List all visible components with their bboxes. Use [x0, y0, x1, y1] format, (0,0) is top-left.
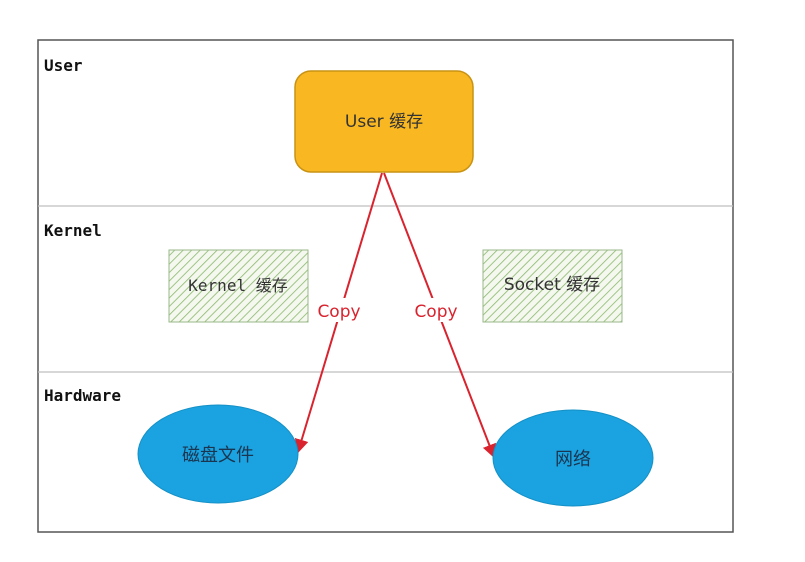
network-label: 网络 — [555, 449, 591, 470]
disk-file-ellipse — [137, 404, 299, 504]
left-copy-label: Copy — [317, 302, 360, 322]
left-copy-label-bg — [314, 298, 364, 322]
socket-cache-box — [482, 249, 623, 323]
layer-label-hardware: Hardware — [44, 386, 121, 405]
user-cache-label: User 缓存 — [345, 112, 423, 132]
user-cache-box — [294, 70, 474, 173]
layer-label-kernel: Kernel — [44, 221, 102, 240]
disk-file-label: 磁盘文件 — [182, 445, 254, 466]
socket-cache-label: Socket 缓存 — [504, 275, 600, 295]
kernel-cache-label: Kernel 缓存 — [188, 276, 287, 295]
right-copy-label-bg — [411, 298, 461, 322]
kernel-cache-box — [168, 249, 309, 323]
layer-label-user: User — [44, 56, 83, 75]
right-copy-label: Copy — [414, 302, 457, 322]
network-ellipse — [492, 409, 654, 507]
